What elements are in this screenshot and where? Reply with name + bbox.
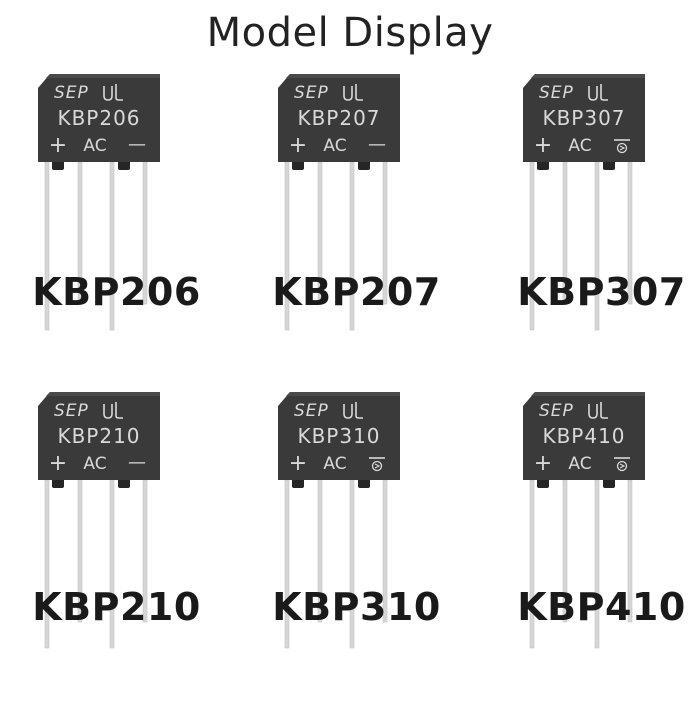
brand-logo: SEP (294, 83, 329, 103)
body-model-print: KBP207 (297, 106, 380, 130)
product-card-kbp410: SEP KBP410 + AC KBP410 (485, 380, 700, 710)
body-model-print: KBP210 (57, 424, 140, 448)
body-tab (603, 160, 615, 170)
body-tab (52, 160, 64, 170)
body-tab (292, 160, 304, 170)
model-caption: KBP310 (272, 585, 441, 629)
brand-logo: SEP (539, 401, 574, 421)
ul-listing-mark-icon (588, 84, 608, 101)
plus-label: + (49, 133, 67, 158)
ac-label: AC (568, 454, 591, 474)
plus-label: + (49, 451, 67, 476)
brand-logo: SEP (294, 401, 329, 421)
bridge-rectifier-photo: SEP KBP206 + AC — (38, 74, 160, 331)
body-model-print: KBP307 (542, 106, 625, 130)
body-tab (118, 478, 130, 488)
rectifier-body (38, 74, 160, 162)
ul-listing-mark-icon (343, 402, 363, 419)
product-card-kbp206: SEP KBP206 + AC — KBP206 (0, 62, 233, 392)
ul-listing-mark-icon (103, 84, 123, 101)
plus-label: + (534, 451, 552, 476)
model-caption: KBP210 (32, 585, 201, 629)
rectifier-body (38, 392, 160, 480)
ac-label: AC (83, 136, 106, 156)
ac-label: AC (568, 136, 591, 156)
body-tab (52, 478, 64, 488)
rectifier-body (278, 74, 400, 162)
body-tab (358, 160, 370, 170)
polarity-symbol-icon (614, 457, 630, 472)
bridge-rectifier-photo: SEP KBP210 + AC — (38, 392, 160, 649)
brand-logo: SEP (539, 83, 574, 103)
polarity-symbol-icon (369, 457, 385, 472)
model-caption: KBP307 (517, 270, 686, 314)
body-tab (118, 160, 130, 170)
body-tab (292, 478, 304, 488)
body-model-print: KBP206 (57, 106, 140, 130)
ac-label: AC (83, 454, 106, 474)
model-caption: KBP206 (32, 270, 201, 314)
product-card-kbp310: SEP KBP310 + AC KBP310 (240, 380, 473, 710)
brand-logo: SEP (54, 401, 89, 421)
body-tab (537, 160, 549, 170)
body-model-print: KBP310 (297, 424, 380, 448)
ul-listing-mark-icon (588, 402, 608, 419)
page-title: Model Display (206, 10, 494, 56)
minus-label: — (128, 452, 146, 473)
bridge-rectifier-photo: SEP KBP410 + AC (523, 392, 645, 649)
ac-label: AC (323, 136, 346, 156)
model-caption: KBP410 (517, 585, 686, 629)
minus-label: — (368, 134, 386, 155)
plus-label: + (289, 451, 307, 476)
minus-label: — (128, 134, 146, 155)
bridge-rectifier-photo: SEP KBP307 + AC (523, 74, 645, 331)
product-card-kbp307: SEP KBP307 + AC KBP307 (485, 62, 700, 392)
plus-label: + (534, 133, 552, 158)
ac-label: AC (323, 454, 346, 474)
body-model-print: KBP410 (542, 424, 625, 448)
bridge-rectifier-photo: SEP KBP310 + AC (278, 392, 400, 649)
body-tab (603, 478, 615, 488)
model-caption: KBP207 (272, 270, 441, 314)
brand-logo: SEP (54, 83, 89, 103)
product-card-kbp210: SEP KBP210 + AC — KBP210 (0, 380, 233, 710)
body-tab (537, 478, 549, 488)
body-tab (358, 478, 370, 488)
plus-label: + (289, 133, 307, 158)
ul-listing-mark-icon (103, 402, 123, 419)
bridge-rectifier-photo: SEP KBP207 + AC — (278, 74, 400, 331)
product-card-kbp207: SEP KBP207 + AC — KBP207 (240, 62, 473, 392)
ul-listing-mark-icon (343, 84, 363, 101)
polarity-symbol-icon (614, 139, 630, 154)
